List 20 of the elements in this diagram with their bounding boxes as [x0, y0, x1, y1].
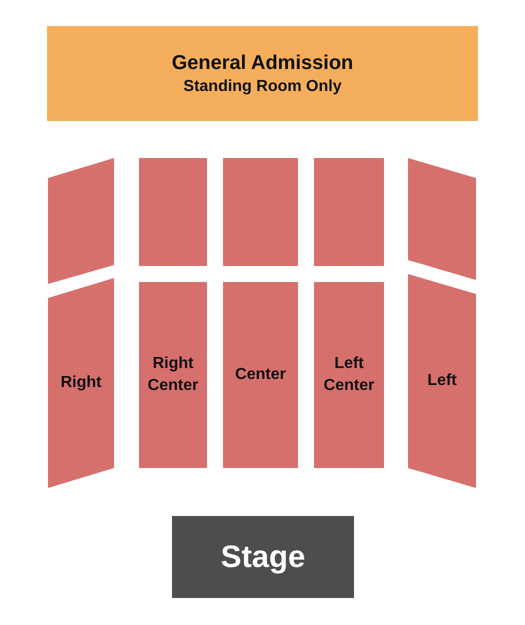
area-subtitle: Standing Room Only [183, 78, 342, 96]
section-label: Left [426, 371, 458, 391]
seating-section [48, 278, 114, 488]
section-label: Left Center [322, 354, 376, 396]
section-label: Right [60, 373, 102, 393]
seating-section [223, 282, 298, 468]
seating-section [139, 158, 207, 266]
stage-area [172, 516, 354, 598]
admission-area [47, 26, 478, 121]
seating-section [408, 274, 476, 488]
section-label: Right Center [146, 354, 200, 396]
seating-section [223, 158, 298, 266]
seating-section [314, 158, 384, 266]
area-title: General Admission [172, 52, 354, 74]
section-label: Center [234, 365, 287, 385]
seating-section [408, 158, 476, 280]
seating-section [139, 282, 207, 468]
seating-section [314, 282, 384, 468]
stage-label: Stage [220, 539, 306, 575]
seating-section [48, 158, 114, 284]
